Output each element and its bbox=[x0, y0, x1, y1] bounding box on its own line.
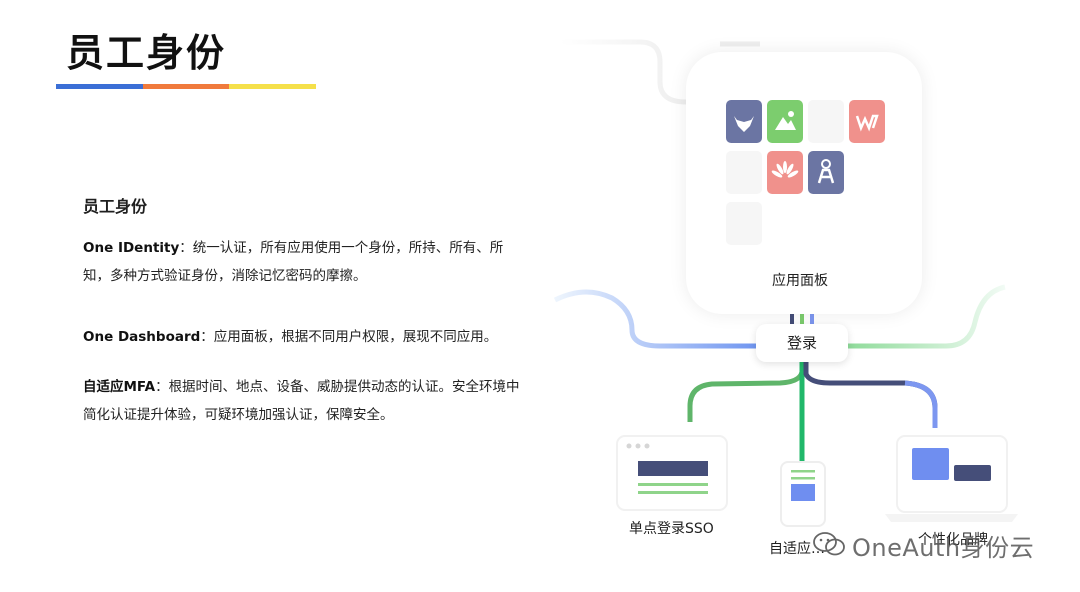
underline-orange bbox=[142, 84, 230, 89]
paragraph-one-dashboard: One Dashboard：应用面板，根据不同用户权限，展现不同应用。 bbox=[83, 323, 528, 351]
left-line bbox=[553, 289, 758, 349]
empty-app-slot bbox=[726, 151, 762, 194]
sso-dot bbox=[644, 443, 650, 449]
right-line bbox=[848, 284, 1006, 349]
paragraph-adaptive-mfa: 自适应MFA：根据时间、地点、设备、威胁提供动态的认证。安全环境中简化认证提升体… bbox=[83, 373, 528, 429]
phone-line bbox=[791, 470, 815, 473]
sso-label: 单点登录SSO bbox=[629, 521, 714, 537]
personal-brand-label: 个性化品牌 bbox=[918, 532, 988, 548]
sso-dot bbox=[635, 443, 641, 449]
laptop-block-blue bbox=[912, 448, 949, 480]
sso-dot bbox=[626, 443, 632, 449]
page-title: 员工身份 bbox=[66, 31, 227, 75]
mfa-label: 自适应… bbox=[769, 541, 825, 557]
phone-block-blue bbox=[791, 484, 815, 501]
empty-app-slot bbox=[726, 202, 762, 245]
paragraph-one-identity: One IDentity：统一认证，所有应用使用一个身份，所持、所有、所知，多种… bbox=[83, 234, 528, 290]
paragraph-text: 根据时间、地点、设备、威胁提供动态的认证。安全环境中简化认证提升体验，可疑环境加… bbox=[83, 379, 520, 423]
watermark-text: OneAuth身份云 bbox=[852, 534, 1035, 562]
laptop-block-navy bbox=[954, 465, 991, 481]
paragraph-sep: ： bbox=[155, 379, 169, 395]
section-title: 员工身份 bbox=[83, 197, 148, 216]
paragraph-key: One IDentity bbox=[83, 240, 180, 256]
empty-app-slot bbox=[808, 100, 844, 143]
sso-line-green bbox=[638, 491, 708, 494]
paragraph-sep: ： bbox=[179, 240, 193, 256]
title-underline bbox=[56, 84, 317, 89]
gitlab-icon[interactable] bbox=[726, 100, 762, 143]
underline-yellow bbox=[229, 84, 317, 89]
mountain-image-icon[interactable] bbox=[767, 100, 803, 143]
huawei-icon[interactable] bbox=[767, 151, 803, 194]
app-dashboard-panel: 应用面板 bbox=[686, 52, 922, 314]
paragraph-text: 应用面板，根据不同用户权限，展现不同应用。 bbox=[213, 329, 498, 345]
top-faint-line bbox=[560, 39, 687, 105]
wps-icon[interactable] bbox=[849, 100, 885, 143]
laptop-base bbox=[885, 514, 1018, 522]
paragraph-sep: ： bbox=[200, 329, 214, 345]
panel-label: 应用面板 bbox=[772, 273, 828, 289]
underline-blue bbox=[56, 84, 143, 89]
wechat-icon bbox=[813, 532, 845, 556]
sso-line-green bbox=[638, 483, 708, 486]
brand-line-blue bbox=[904, 380, 938, 428]
jenkins-icon[interactable] bbox=[808, 151, 844, 194]
sso-line bbox=[687, 362, 805, 422]
phone-line bbox=[791, 477, 815, 480]
sso-bar-navy bbox=[638, 461, 708, 476]
paragraph-key: One Dashboard bbox=[83, 329, 201, 345]
paragraph-text: 统一认证，所有应用使用一个身份，所持、所有、所知，多种方式验证身份，消除记忆密码… bbox=[83, 240, 504, 284]
login-button[interactable]: 登录 bbox=[756, 324, 848, 362]
paragraph-key: 自适应MFA bbox=[83, 379, 156, 395]
